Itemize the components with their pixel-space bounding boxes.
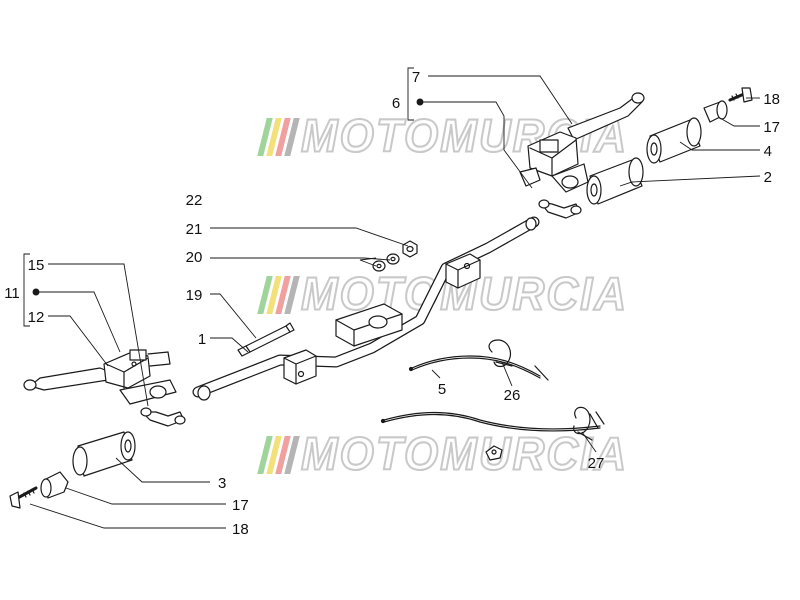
cable-5	[408, 355, 549, 381]
left-end-weight-17	[40, 471, 69, 499]
callout-4: 4	[764, 143, 772, 160]
left-brake-lever	[23, 349, 177, 405]
callout-18-right: 18	[763, 91, 780, 108]
left-grip-3	[72, 431, 136, 477]
watermark-bottom: MOTOMURCIA	[257, 428, 629, 482]
callout-21: 21	[186, 221, 203, 238]
callout-19: 19	[186, 287, 203, 304]
cable-tie-26	[488, 339, 513, 368]
callout-17-left: 17	[232, 497, 249, 514]
washer-20	[372, 260, 386, 272]
nut-22	[402, 240, 418, 258]
right-screw-18	[728, 87, 753, 103]
bolt-19	[237, 322, 295, 357]
right-end-weight-17	[703, 100, 728, 123]
clip-part	[485, 445, 503, 461]
callout-2: 2	[764, 169, 772, 186]
callout-3: 3	[218, 475, 226, 492]
callout-labels: 7 6 18 17 4 2 22 21 20 19 1 15 11 12 3 1…	[4, 69, 780, 538]
callout-7: 7	[412, 69, 420, 86]
callout-17-right: 17	[763, 119, 780, 136]
right-clamp-bracket	[538, 199, 582, 219]
callout-20: 20	[186, 249, 203, 266]
cable-throttle	[380, 411, 605, 432]
callout-18-left: 18	[232, 521, 249, 538]
right-grip-4	[646, 117, 702, 164]
washer-21	[386, 253, 400, 265]
cable-tie-27	[573, 406, 593, 441]
left-screw-18	[9, 486, 38, 509]
callout-27: 27	[588, 455, 605, 472]
callout-5: 5	[438, 381, 446, 398]
watermark-text: MOTOMURCIA	[300, 428, 629, 482]
callout-6: 6	[392, 95, 400, 112]
right-brake-lever	[519, 92, 645, 193]
callout-1: 1	[198, 331, 206, 348]
callout-12: 12	[28, 309, 45, 326]
left-clamp-bracket	[140, 407, 186, 427]
callout-26: 26	[504, 387, 521, 404]
callout-11: 11	[4, 285, 20, 302]
callout-22: 22	[186, 192, 203, 209]
leader-lines	[23, 67, 761, 529]
handlebar	[192, 216, 540, 401]
callout-15: 15	[28, 257, 45, 274]
throttle-grip-2	[586, 157, 644, 205]
